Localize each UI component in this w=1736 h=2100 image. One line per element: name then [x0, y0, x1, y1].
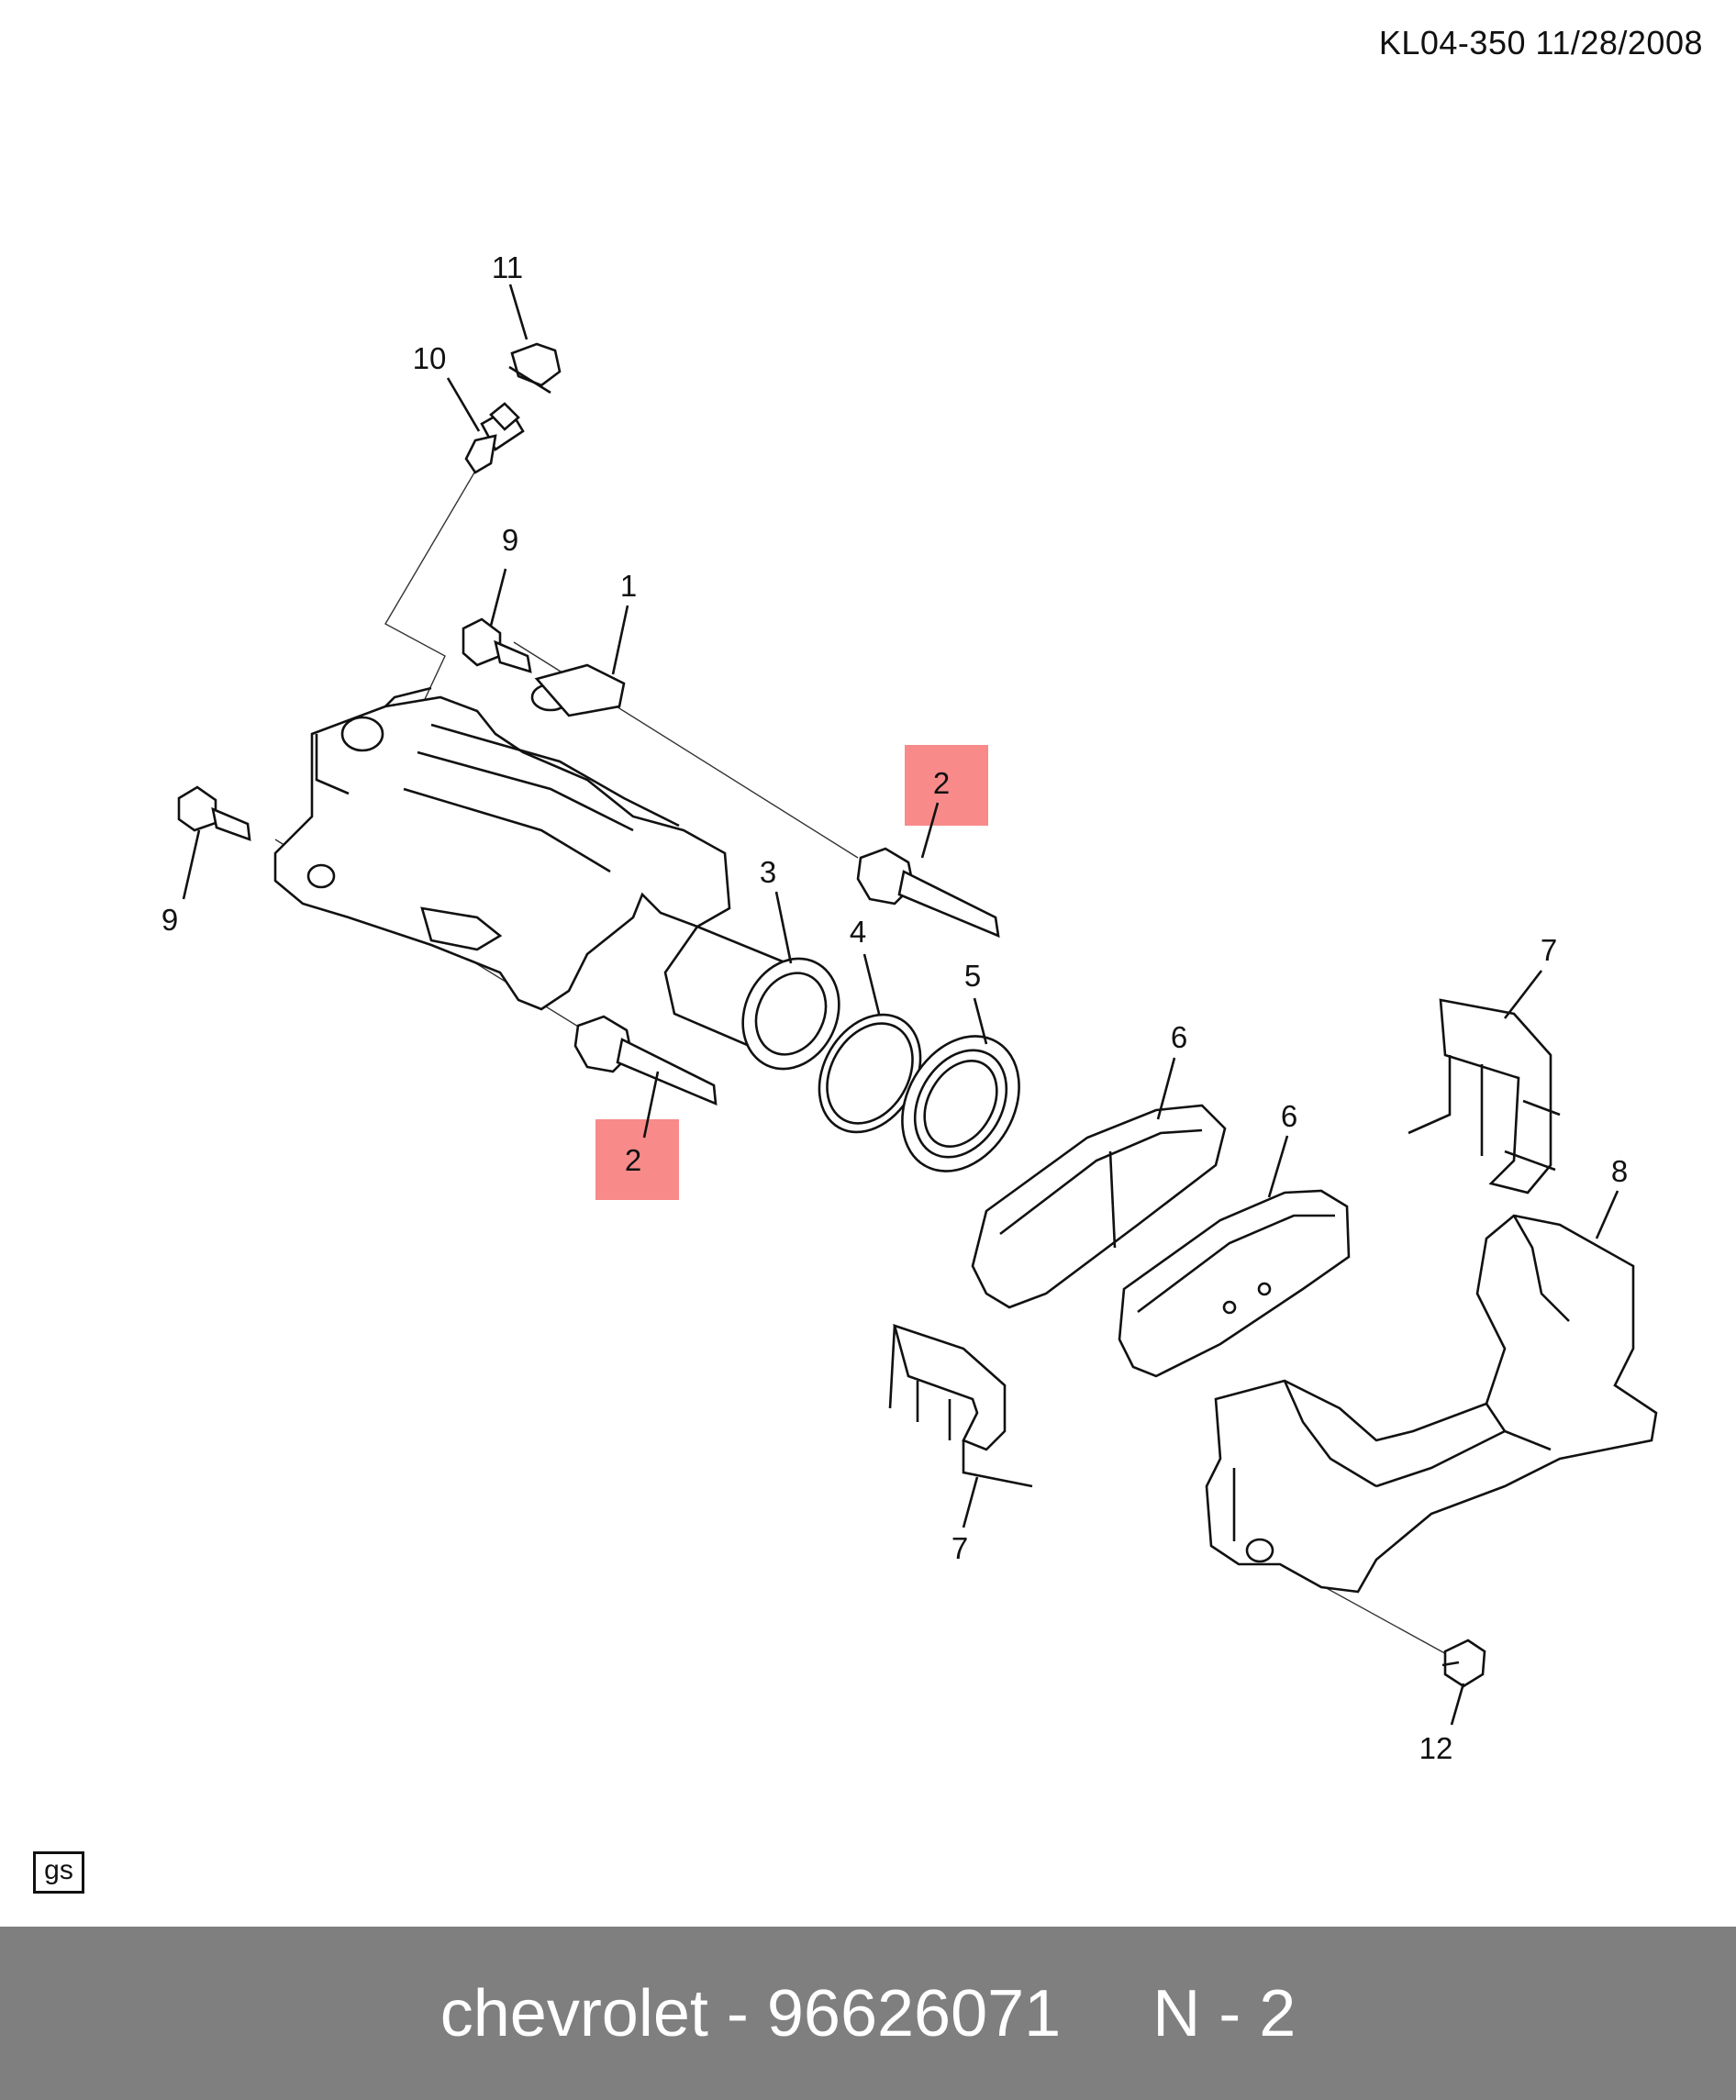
- part-6-brake-pad-inner: [1118, 1189, 1351, 1378]
- gs-logo: gs: [33, 1851, 84, 1894]
- callout-4: 4: [850, 915, 866, 949]
- part-9-bolt-upper: [462, 617, 532, 673]
- document-id: KL04-350 11/28/2008: [1378, 24, 1703, 61]
- highlight-box-2-upper: [905, 745, 988, 826]
- part-11-clip: [508, 342, 562, 394]
- callout-7-upper: 7: [1541, 933, 1557, 967]
- callout-10: 10: [413, 341, 447, 375]
- part-3-piston: [663, 925, 840, 1071]
- part-6-brake-pad-outer: [971, 1104, 1227, 1309]
- callout-11: 11: [492, 250, 523, 284]
- callout-6-outer: 6: [1171, 1020, 1187, 1054]
- footer-part-info: chevrolet - 96626071 N - 2: [440, 1976, 1296, 2050]
- part-5-dust-boot: [901, 1035, 1020, 1172]
- part-10-bleeder-screw: [464, 402, 525, 474]
- part-12-cap: [1441, 1639, 1486, 1688]
- brake-caliper-exploded-diagram: 11 10 9 1 2 3 4 5 6 6 7 8 9 2 7 12: [161, 250, 1658, 1765]
- callout-2-lower: 2: [625, 1143, 641, 1177]
- callout-6-inner: 6: [1281, 1099, 1297, 1133]
- callout-leaders: [182, 283, 1619, 1726]
- part-2-guide-pin-lower: [573, 1015, 718, 1106]
- callout-9-lower: 9: [161, 903, 178, 937]
- callout-9-upper: 9: [502, 523, 518, 557]
- callout-7-lower: 7: [951, 1531, 968, 1565]
- part-7-pad-spring-upper: [1408, 998, 1561, 1194]
- footer-bar: chevrolet - 96626071 N - 2: [0, 1927, 1736, 2100]
- callout-8: 8: [1611, 1154, 1628, 1188]
- callout-2-upper: 2: [933, 766, 950, 800]
- part-2-guide-pin-upper: [856, 847, 1000, 939]
- callout-5: 5: [964, 959, 981, 993]
- callout-3: 3: [760, 855, 776, 889]
- callout-12: 12: [1419, 1731, 1453, 1765]
- highlight-box-2-lower: [595, 1119, 679, 1200]
- part-9-bolt-lower: [177, 785, 251, 841]
- part-7-pad-spring-lower: [888, 1323, 1033, 1488]
- part-8-caliper-bracket: [1205, 1214, 1658, 1594]
- part-1-caliper-housing: [273, 663, 731, 1011]
- callout-1: 1: [620, 569, 637, 603]
